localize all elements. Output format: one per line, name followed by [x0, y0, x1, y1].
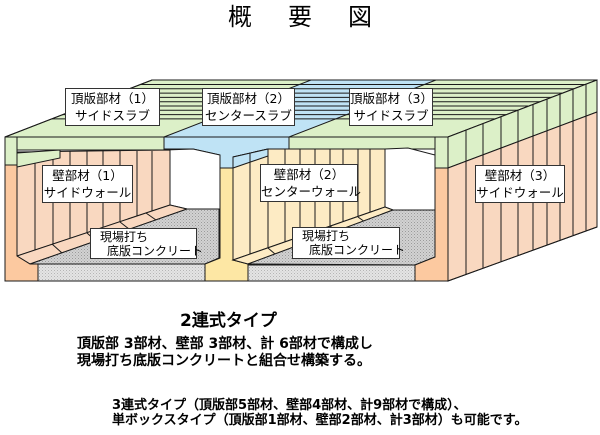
type-title: 2連式タイプ — [180, 311, 277, 331]
label-line: 現場打ち — [302, 229, 351, 243]
label-wall-3: 壁部材（3） サイドウォール — [475, 165, 565, 203]
label-line: 底版コンクリート — [107, 244, 204, 258]
label-line: 壁部材（2） — [273, 167, 345, 182]
label-line: サイドスラブ — [74, 108, 150, 123]
label-top-slab-1: 頂版部材（1） サイドスラブ — [65, 88, 160, 126]
label-wall-1: 壁部材（1） サイドウォール — [42, 165, 133, 203]
note-line: 3連式タイプ（頂版部5部材、壁部4部材、計9部材で構成）、 — [112, 398, 467, 413]
label-line: 壁部材（1） — [52, 168, 123, 183]
label-line: サイドスラブ — [353, 108, 429, 123]
outline — [4, 80, 598, 282]
label-line: 頂版部材（3） — [350, 91, 433, 106]
description-line: 現場打ち底版コンクリートと組合せ構築する。 — [77, 353, 371, 369]
label-base-concrete-right: 現場打ち 底版コンクリート — [292, 227, 406, 259]
label-line: サイドウォール — [476, 185, 564, 200]
description-line: 頂版部 3部材、壁部 3部材、計 6部材で構成し — [77, 336, 373, 352]
label-base-concrete-left: 現場打ち 底版コンクリート — [90, 228, 204, 259]
description: 頂版部 3部材、壁部 3部材、計 6部材で構成し 現場打ち底版コンクリートと組合… — [77, 336, 373, 370]
label-top-slab-2: 頂版部材（2） センタースラブ — [202, 88, 295, 126]
label-wall-2: 壁部材（2） センターウォール — [260, 164, 362, 202]
label-top-slab-3: 頂版部材（3） サイドスラブ — [349, 88, 433, 126]
label-line: センタースラブ — [205, 108, 292, 123]
label-line: 現場打ち — [100, 230, 149, 244]
variant-notes: 3連式タイプ（頂版部5部材、壁部4部材、計9部材で構成）、 単ボックスタイプ（頂… — [112, 398, 527, 428]
label-line: 底版コンクリート — [309, 243, 406, 257]
label-line: サイドウォール — [43, 185, 132, 200]
note-line: 単ボックスタイプ（頂版部1部材、壁部2部材、計3部材）も可能です。 — [112, 413, 528, 428]
label-line: 頂版部材（2） — [207, 91, 290, 106]
label-line: 頂版部材（1） — [71, 91, 154, 106]
label-line: センターウォール — [261, 184, 362, 199]
page-title: 概要図 — [228, 3, 408, 31]
label-line: 壁部材（3） — [484, 168, 556, 183]
